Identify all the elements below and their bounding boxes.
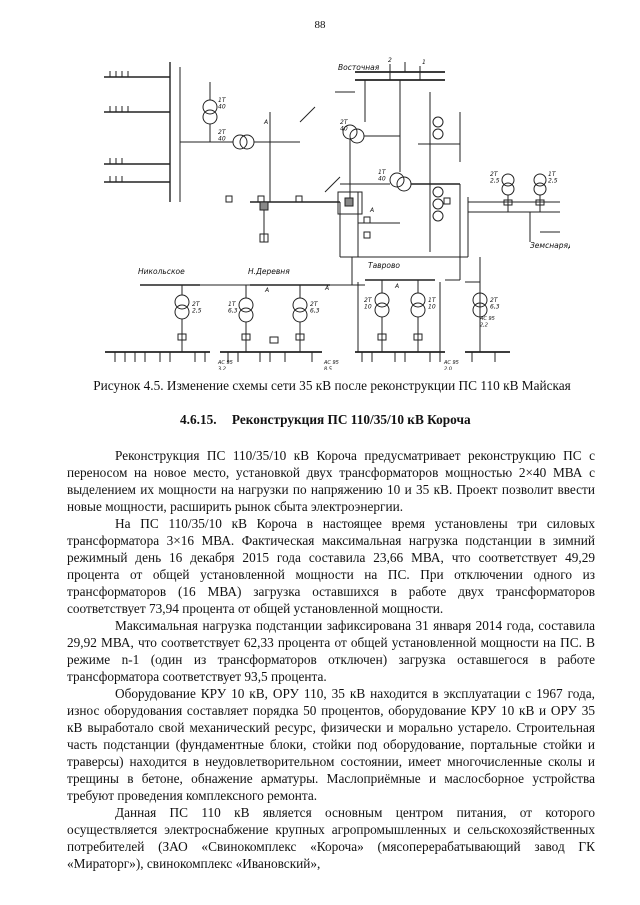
label-tavrovo: Таврово bbox=[368, 261, 400, 270]
label-mark-a2: А bbox=[369, 207, 374, 214]
page-number: 88 bbox=[314, 19, 326, 31]
label-bus-1: 1 bbox=[422, 59, 426, 66]
paragraph: Данная ПС 110 кВ является основным центр… bbox=[67, 805, 595, 871]
paragraph: Оборудование КРУ 10 кВ, ОРУ 110, 35 кВ н… bbox=[67, 686, 595, 803]
label-bus-2: 2 bbox=[388, 57, 392, 64]
section-heading: 4.6.15. Реконструкция ПС 110/35/10 кВ Ко… bbox=[180, 412, 471, 428]
label-nikolskoe: Никольское bbox=[138, 267, 185, 276]
label-mark-a5: А bbox=[324, 285, 329, 292]
paragraph: Реконструкция ПС 110/35/10 кВ Короча пре… bbox=[67, 448, 595, 514]
section-number: 4.6.15. bbox=[180, 412, 217, 427]
label-mark-a3: А bbox=[264, 287, 269, 294]
body-text: Реконструкция ПС 110/35/10 кВ Короча пре… bbox=[67, 447, 595, 872]
paragraph: Максимальная нагрузка подстанции зафикси… bbox=[67, 618, 595, 684]
label-zemsnaryad: Земснаряд bbox=[530, 241, 570, 250]
label-mark-a4: А bbox=[394, 283, 399, 290]
label-n-derevnya: Н.Деревня bbox=[248, 267, 290, 276]
label-mark-a1: А bbox=[263, 119, 268, 126]
label-vostochnaya: Восточная bbox=[338, 63, 380, 72]
figure-caption: Рисунок 4.5. Изменение схемы сети 35 кВ … bbox=[93, 378, 571, 393]
section-title: Реконструкция ПС 110/35/10 кВ Короча bbox=[231, 412, 471, 427]
paragraph: На ПС 110/35/10 кВ Короча в настоящее вр… bbox=[67, 516, 595, 616]
